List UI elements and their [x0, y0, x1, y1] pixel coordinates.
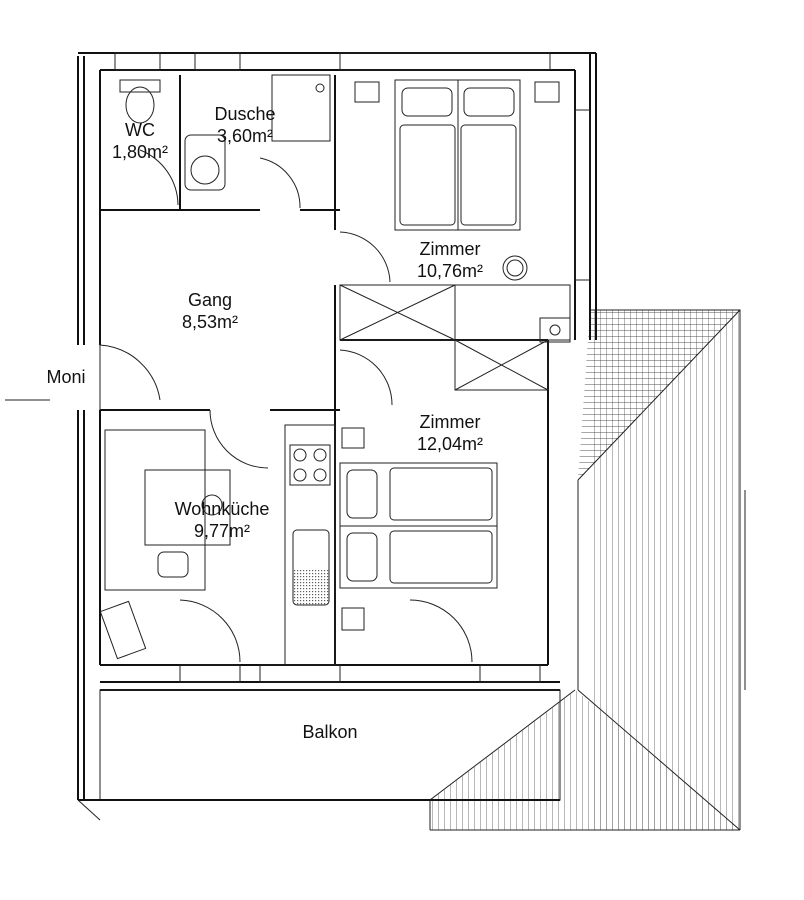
exterior-walls	[77, 52, 597, 800]
entrance-label: Moni	[46, 367, 85, 387]
wardrobes	[339, 284, 571, 391]
room-area-wohnkueche: 9,77m²	[194, 521, 250, 541]
kitchen-fixtures	[99, 424, 336, 666]
room-label-zimmer-2: Zimmer	[420, 412, 481, 432]
bathroom-fixtures	[119, 74, 331, 191]
room-label-zimmer-1: Zimmer	[420, 239, 481, 259]
room-area-zimmer-2: 12,04m²	[417, 434, 483, 454]
room-label-gang: Gang	[188, 290, 232, 310]
room-label-balkon: Balkon	[302, 722, 357, 742]
room-area-wc: 1,80m²	[112, 142, 168, 162]
doors	[99, 149, 473, 663]
room-area-dusche: 3,60m²	[217, 126, 273, 146]
room-label-dusche: Dusche	[214, 104, 275, 124]
bed-zimmer-1	[354, 79, 560, 281]
roof	[429, 309, 746, 831]
windows	[114, 52, 591, 683]
bed-zimmer-2	[339, 427, 498, 631]
balcony	[77, 689, 561, 821]
room-area-gang: 8,53m²	[182, 312, 238, 332]
room-label-wc: WC	[125, 120, 155, 140]
room-area-zimmer-1: 10,76m²	[417, 261, 483, 281]
room-label-wohnkueche: Wohnküche	[175, 499, 270, 519]
